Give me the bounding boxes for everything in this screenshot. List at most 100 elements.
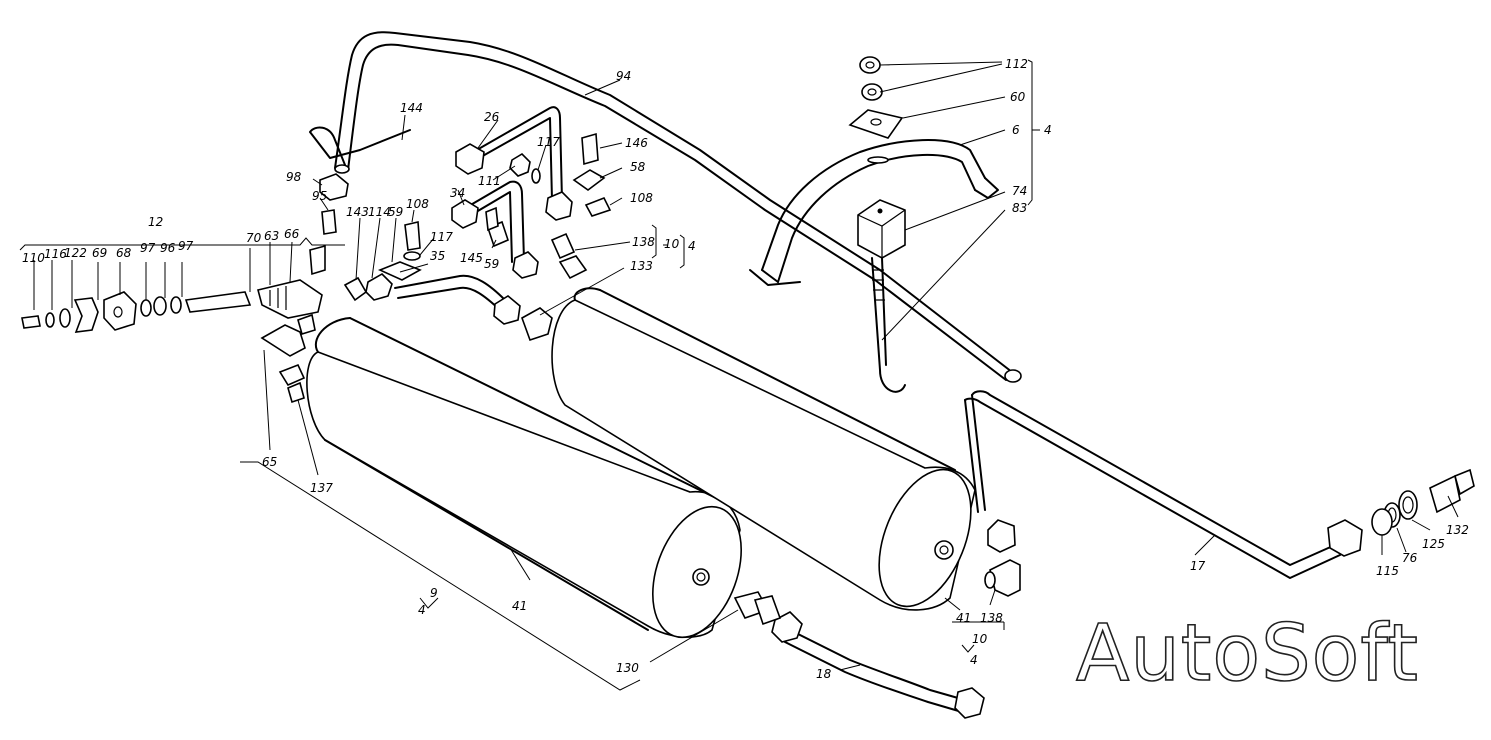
callouts: 94 112 60 6 4 74 83 144 26 117 146 58 11… xyxy=(22,57,1469,681)
callout-132: 132 xyxy=(1446,523,1469,537)
callout-138-rear: 138 xyxy=(980,611,1003,625)
callout-114: 114 xyxy=(368,205,391,219)
union-132 xyxy=(1429,468,1475,514)
washer-97b xyxy=(170,296,182,314)
clamp-plate-60 xyxy=(848,109,904,139)
washer-96 xyxy=(153,296,167,316)
sleeve-145 xyxy=(485,206,499,232)
pipe-94 xyxy=(334,31,1022,383)
washer-117-left xyxy=(403,251,421,261)
washer-116 xyxy=(45,312,55,328)
strap-bracket-6 xyxy=(749,139,999,286)
stem-70 xyxy=(184,291,252,313)
rubber-pad-74 xyxy=(857,199,906,259)
nut-115b xyxy=(1371,508,1393,536)
callout-116: 116 xyxy=(44,247,67,261)
callout-130: 130 xyxy=(616,661,639,675)
callout-12: 12 xyxy=(148,215,163,229)
callout-146: 146 xyxy=(625,136,648,150)
pipe-18 xyxy=(771,611,985,719)
nut-111 xyxy=(509,152,531,177)
u-bolt-83 xyxy=(871,257,906,393)
valve-body-63 xyxy=(257,279,323,319)
callout-94: 94 xyxy=(616,69,631,83)
callout-18: 18 xyxy=(816,667,832,681)
washer-97a xyxy=(140,299,152,317)
tee-fitting-65 xyxy=(260,313,316,357)
seal-125 xyxy=(1398,490,1418,520)
nut-115 xyxy=(1327,519,1363,557)
tee-fitting-138-right xyxy=(984,559,1021,597)
seal-122 xyxy=(59,308,71,328)
callout-110: 110 xyxy=(22,251,45,265)
callout-112: 112 xyxy=(1005,57,1028,71)
pipe-17 xyxy=(964,390,1341,579)
callout-76: 76 xyxy=(1402,551,1418,565)
callout-17: 17 xyxy=(1190,559,1206,573)
callout-10-rear: 10 xyxy=(972,632,988,646)
fitting-130 xyxy=(733,591,782,626)
callout-4-rear: 4 xyxy=(970,653,978,667)
nut-114 xyxy=(365,273,393,301)
clamp-59-left xyxy=(377,261,422,281)
callout-115: 115 xyxy=(1376,564,1399,578)
clip-144 xyxy=(309,126,411,166)
callout-70: 70 xyxy=(246,231,262,245)
callout-97b: 97 xyxy=(178,239,194,253)
callout-122: 122 xyxy=(64,246,87,260)
callout-98: 98 xyxy=(286,170,302,184)
callout-68: 68 xyxy=(116,246,132,260)
nut-112-lower xyxy=(861,83,883,101)
callout-60: 60 xyxy=(1010,90,1026,104)
callout-108-center: 108 xyxy=(630,191,653,205)
pipe-26 xyxy=(455,106,573,221)
callout-108-left: 108 xyxy=(406,197,429,211)
callout-83: 83 xyxy=(1012,201,1027,215)
bolt-108-left xyxy=(404,221,421,251)
callout-145: 145 xyxy=(460,251,483,265)
callout-9: 9 xyxy=(430,586,438,600)
fitting-138-center xyxy=(550,232,588,280)
bolt-108-center xyxy=(584,196,612,217)
nut-68 xyxy=(103,291,137,331)
nipple-66 xyxy=(309,244,326,276)
washer-117-center xyxy=(531,168,541,184)
brand-watermark: AutoSoft xyxy=(1076,609,1419,699)
fitting-137 xyxy=(278,363,306,404)
callout-133: 133 xyxy=(630,259,653,273)
callout-74: 74 xyxy=(1012,184,1027,198)
callout-117-center: 117 xyxy=(537,135,560,149)
callout-41-front: 41 xyxy=(512,599,527,613)
callout-111: 111 xyxy=(478,174,501,188)
callout-59-left: 59 xyxy=(388,205,403,219)
receiver-41-front xyxy=(306,317,743,639)
clamp-58 xyxy=(572,169,606,191)
callout-143: 143 xyxy=(346,205,369,219)
callout-41-rear: 41 xyxy=(956,611,971,625)
callout-63: 63 xyxy=(264,229,279,243)
nut-98 xyxy=(319,173,349,201)
callout-59-center: 59 xyxy=(484,257,499,271)
callout-4-front: 4 xyxy=(418,603,426,617)
callout-69: 69 xyxy=(92,246,107,260)
callout-117-left: 117 xyxy=(430,230,453,244)
fitting-143 xyxy=(343,276,368,302)
handle-69 xyxy=(73,297,99,333)
callout-35: 35 xyxy=(430,249,445,263)
callout-4-center: 4 xyxy=(688,239,696,253)
valve-95 xyxy=(321,209,337,235)
nut-112-upper xyxy=(859,56,881,74)
callout-58: 58 xyxy=(630,160,646,174)
callout-34: 34 xyxy=(450,186,465,200)
callout-65: 65 xyxy=(262,455,277,469)
pipe-34 xyxy=(451,180,539,279)
callout-6: 6 xyxy=(1012,123,1020,137)
plug-110 xyxy=(21,315,41,329)
callout-66: 66 xyxy=(284,227,300,241)
callout-144: 144 xyxy=(400,101,423,115)
callout-4-top: 4 xyxy=(1044,123,1052,137)
tee-133 xyxy=(521,307,553,342)
sleeve-146 xyxy=(581,132,599,166)
callout-125: 125 xyxy=(1422,537,1445,551)
